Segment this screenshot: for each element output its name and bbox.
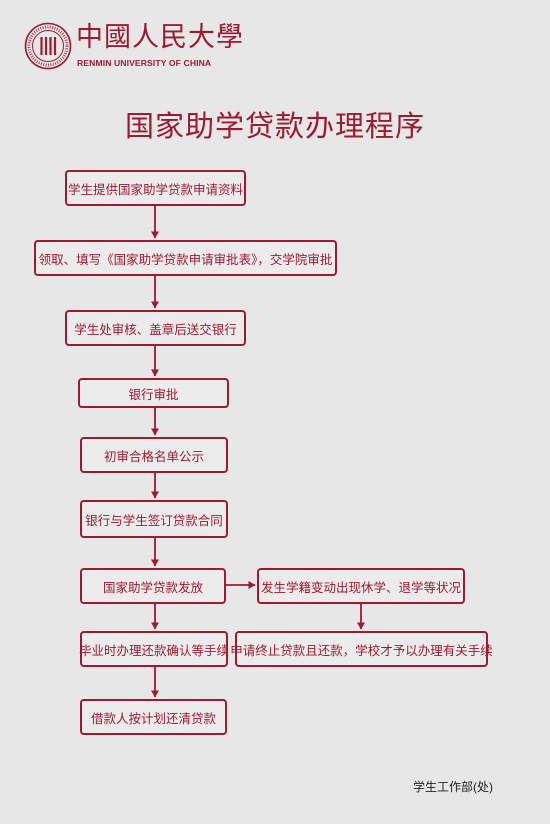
branch-step-2-label: 申请终止贷款且还款，学校才予以办理有关手续 xyxy=(230,642,493,658)
step-5-box: 初审合格名单公示 xyxy=(80,437,228,473)
step-4-label: 银行审批 xyxy=(128,386,179,402)
branch-step-1-label: 发生学籍变动出现休学、退学等状况 xyxy=(260,579,461,595)
footer-department: 学生工作部(处) xyxy=(413,780,493,794)
step-7-box: 国家助学贷款发放 xyxy=(80,568,226,604)
page-title: 国家助学贷款办理程序 xyxy=(124,109,425,143)
step-7-label: 国家助学贷款发放 xyxy=(102,579,203,595)
step-6-box: 银行与学生签订贷款合同 xyxy=(80,500,228,538)
university-seal-logo xyxy=(24,22,72,70)
step-9-label: 借款人按计划还清贷款 xyxy=(90,710,216,726)
step-8-label: 毕业时办理还款确认等手续 xyxy=(79,642,230,658)
brand-chinese-name: 中國人民大學 xyxy=(76,22,244,53)
step-2-label: 领取、填写《国家助学贷款申请审批表》，交学院审批 xyxy=(38,251,333,267)
step-6-label: 银行与学生签订贷款合同 xyxy=(85,512,223,528)
step-9-box: 借款人按计划还清贷款 xyxy=(80,699,227,735)
step-8-box: 毕业时办理还款确认等手续 xyxy=(79,631,230,667)
step-3-label: 学生处审核、盖章后送交银行 xyxy=(74,321,237,337)
step-4-box: 银行审批 xyxy=(78,378,229,408)
step-2-box: 领取、填写《国家助学贷款申请审批表》，交学院审批 xyxy=(34,240,337,276)
step-1-label: 学生提供国家助学贷款申请资料 xyxy=(67,181,243,197)
branch-step-2-box: 申请终止贷款且还款，学校才予以办理有关手续 xyxy=(230,631,493,667)
step-5-label: 初审合格名单公示 xyxy=(103,448,204,464)
step-3-box: 学生处审核、盖章后送交银行 xyxy=(65,310,246,346)
step-1-box: 学生提供国家助学贷款申请资料 xyxy=(65,170,246,206)
branch-step-1-box: 发生学籍变动出现休学、退学等状况 xyxy=(257,568,465,604)
brand-english-name: RENMIN UNIVERSITY OF CHINA xyxy=(77,58,212,68)
